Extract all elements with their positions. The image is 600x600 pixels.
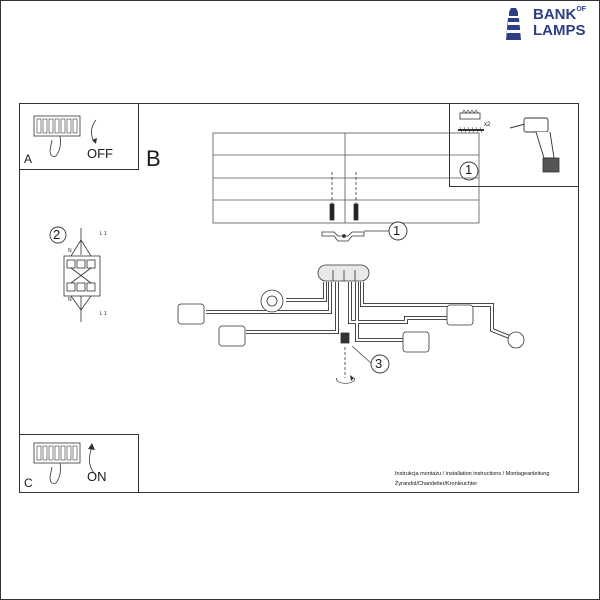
step-1-circle bbox=[459, 161, 479, 181]
step-3-number: 3 bbox=[375, 356, 383, 371]
lamp-arms-inner bbox=[206, 282, 513, 342]
step-1-number: 1 bbox=[465, 162, 473, 177]
step-2-number: 2 bbox=[53, 227, 61, 242]
tools-illustration bbox=[458, 109, 560, 173]
caption-line-2: Żyrandol/Chandelier/Kronleuchter bbox=[395, 481, 478, 487]
wire-l1-bottom: L 1 bbox=[100, 311, 107, 317]
fuse-box-off-icon bbox=[33, 115, 97, 157]
lighthouse-icon bbox=[506, 8, 522, 40]
wall-plug-icon bbox=[459, 109, 481, 120]
off-label: OFF bbox=[87, 146, 113, 161]
panel-c-letter: C bbox=[24, 476, 33, 490]
lamp-sockets bbox=[177, 289, 525, 353]
lamp-canopy bbox=[317, 264, 370, 282]
step-1-bracket-circle bbox=[388, 221, 408, 241]
cap-screw bbox=[340, 332, 350, 378]
logo-text-top: BANKOF bbox=[533, 6, 587, 23]
ceiling-screws bbox=[329, 172, 359, 221]
wiring-terminal-diagram bbox=[63, 228, 101, 322]
ceiling-planks bbox=[212, 132, 480, 224]
brand-logo bbox=[497, 6, 597, 42]
step-3-leader-line bbox=[351, 345, 373, 365]
rotate-arrow-icon bbox=[336, 377, 355, 384]
logo-text-bottom: LAMPS bbox=[533, 22, 586, 39]
wire-n-top: N bbox=[68, 248, 72, 254]
panel-a-letter: A bbox=[24, 152, 33, 166]
wire-n-bottom: N bbox=[68, 297, 72, 303]
panel-c-power-on: C ON bbox=[19, 434, 139, 493]
screw-icon bbox=[458, 126, 484, 134]
wire-l1-top: L 1 bbox=[100, 231, 107, 237]
panel-tools: x2 1 bbox=[449, 103, 579, 187]
plug-multiplier: x2 bbox=[484, 122, 491, 128]
step-1-bracket-number: 1 bbox=[393, 223, 401, 238]
fuse-box-on-icon bbox=[33, 442, 95, 484]
step-3-circle bbox=[370, 354, 390, 374]
panel-a-power-off: A OFF bbox=[19, 103, 139, 170]
drill-icon bbox=[509, 117, 560, 173]
mounting-bracket bbox=[321, 231, 365, 242]
caption-line-1: Instrukcja montażu / installation instru… bbox=[395, 471, 550, 477]
instruction-sheet bbox=[19, 103, 579, 493]
step-2-circle bbox=[49, 226, 67, 244]
panel-b-letter: B bbox=[146, 146, 161, 171]
on-label: ON bbox=[87, 469, 107, 484]
